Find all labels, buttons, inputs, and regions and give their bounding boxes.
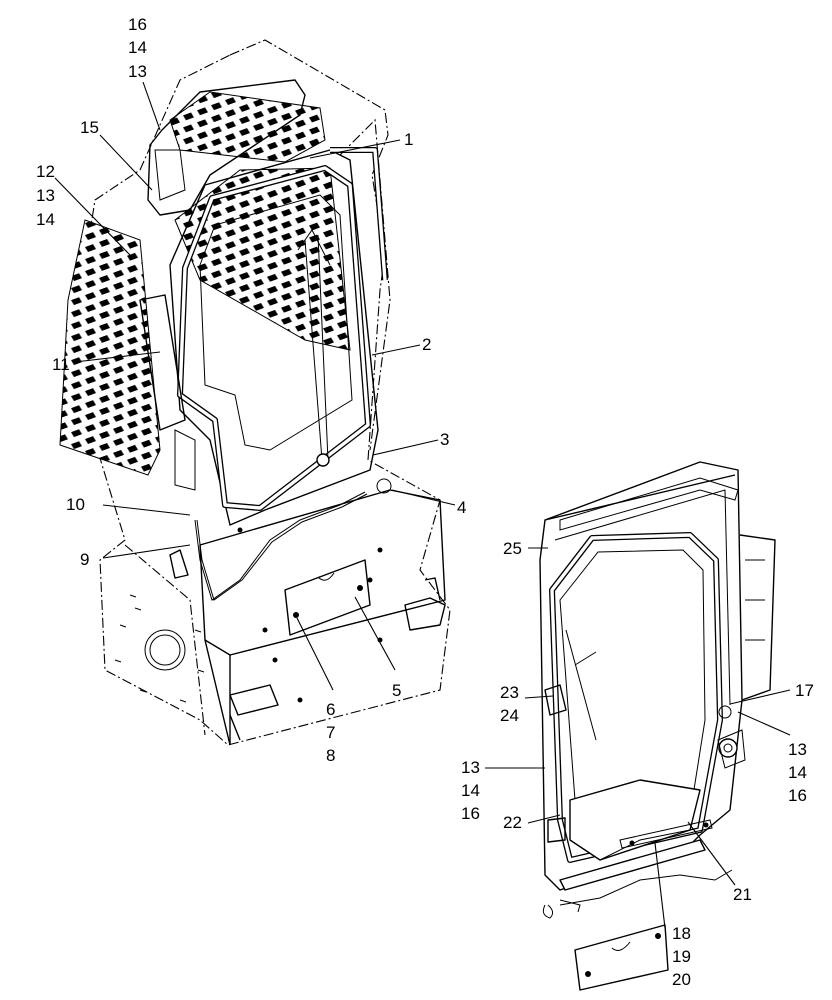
wiper-arm <box>317 234 329 461</box>
callout-11: 11 <box>52 355 70 374</box>
callout-17: 17 <box>795 681 814 700</box>
callout-7: 7 <box>326 723 335 742</box>
callout-6: 6 <box>326 700 335 719</box>
callout-1: 1 <box>404 130 413 149</box>
callout-23: 23 <box>500 683 519 702</box>
callout-14-top: 14 <box>128 38 147 57</box>
callout-19: 19 <box>672 947 691 966</box>
callout-13-door-left: 13 <box>461 758 480 777</box>
callout-25: 25 <box>503 539 522 558</box>
door-cover-plate <box>574 924 669 991</box>
callout-5: 5 <box>392 681 401 700</box>
callout-9: 9 <box>80 550 89 569</box>
door-assembly <box>539 461 776 991</box>
callout-16-door-left: 16 <box>461 804 480 823</box>
cover-plate <box>284 559 371 636</box>
callout-18: 18 <box>672 924 691 943</box>
callout-22: 22 <box>503 813 522 832</box>
callout-21: 21 <box>733 885 752 904</box>
side-mesh-screen <box>59 219 161 476</box>
wiring-harness <box>194 491 366 601</box>
callout-10: 10 <box>66 495 85 514</box>
rear-mesh-screen <box>174 167 351 351</box>
callout-13-door-right: 13 <box>788 740 807 759</box>
callout-3: 3 <box>440 430 449 449</box>
callout-24: 24 <box>500 706 519 725</box>
door-frame <box>539 461 743 891</box>
callout-4: 4 <box>457 498 466 517</box>
left-cab-assembly <box>59 39 451 746</box>
callout-20: 20 <box>672 970 691 989</box>
callout-14-door-right: 14 <box>788 763 807 782</box>
callout-8: 8 <box>326 746 335 765</box>
callout-13-left: 13 <box>36 186 55 205</box>
callout-labels: 16 14 13 15 1 12 13 14 11 2 3 10 4 9 6 7… <box>36 15 814 989</box>
callout-2: 2 <box>422 335 431 354</box>
callout-12: 12 <box>36 162 55 181</box>
rear-window-frame <box>169 149 379 526</box>
callout-16-door-right: 16 <box>788 786 807 805</box>
leader-lines <box>54 81 791 929</box>
callout-15: 15 <box>80 118 99 137</box>
callout-16-top: 16 <box>128 15 147 34</box>
callout-13-top: 13 <box>128 62 147 81</box>
top-bracket-plate <box>147 79 306 216</box>
callout-14-door-left: 14 <box>461 781 480 800</box>
callout-14-left: 14 <box>36 210 55 229</box>
